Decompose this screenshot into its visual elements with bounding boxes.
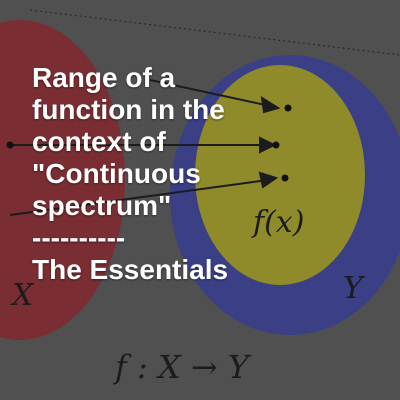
title-line-5: spectrum" xyxy=(32,190,172,221)
title-separator: ---------- xyxy=(32,222,126,253)
arrow-3 xyxy=(9,179,269,216)
arrow-1-head xyxy=(260,96,281,114)
image-point-3 xyxy=(281,174,289,182)
mapping-arrows xyxy=(9,79,281,216)
arrow-2-head xyxy=(259,136,277,154)
image-set xyxy=(195,65,365,285)
title-line-4: "Continuous xyxy=(32,158,201,189)
title-line-2: function in the xyxy=(32,94,225,125)
arrow-3-head xyxy=(258,171,279,189)
image-point-1 xyxy=(284,104,292,112)
dotted-guide-line xyxy=(29,9,400,56)
image-point-2 xyxy=(272,141,280,149)
title-line-3: context of xyxy=(32,126,166,157)
codomain-label: Y xyxy=(343,271,366,306)
title-line-1: Range of a xyxy=(32,62,176,93)
mapping-label: f : X → Y xyxy=(113,348,252,386)
domain-set xyxy=(0,20,125,340)
title-subtitle: The Essentials xyxy=(32,254,229,285)
arrow-1 xyxy=(149,79,271,107)
image-label: f(x) xyxy=(251,205,304,240)
domain-point xyxy=(6,141,14,149)
domain-label: X xyxy=(10,278,35,313)
video-title: Range of a function in the context of "C… xyxy=(32,62,382,286)
